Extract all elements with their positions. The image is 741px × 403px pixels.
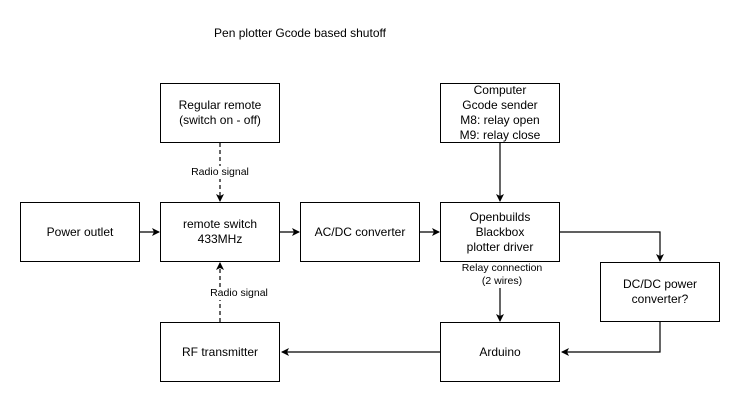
node-computer-label: Computer Gcode sender M8: relay open M9:… xyxy=(459,83,541,142)
node-openbuilds-driver[interactable]: Openbuilds Blackbox plotter driver xyxy=(440,202,560,262)
node-arduino[interactable]: Arduino xyxy=(440,322,560,382)
edge-label-relay-connection: Relay connection (2 wires) xyxy=(452,262,552,288)
node-regular-remote[interactable]: Regular remote (switch on - off) xyxy=(160,83,280,143)
node-regular-remote-label: Regular remote (switch on - off) xyxy=(178,98,262,127)
node-power-outlet[interactable]: Power outlet xyxy=(20,202,140,262)
diagram-title: Pen plotter Gcode based shutoff xyxy=(214,26,386,40)
node-dcdc-converter-label: DC/DC power converter? xyxy=(622,277,697,306)
node-remote-switch-label: remote switch 433MHz xyxy=(182,217,258,246)
node-rf-transmitter[interactable]: RF transmitter xyxy=(160,322,280,382)
node-dcdc-converter[interactable]: DC/DC power converter? xyxy=(600,262,720,322)
node-openbuilds-driver-label: Openbuilds Blackbox plotter driver xyxy=(466,209,534,254)
edge-dcdc-to-arduino xyxy=(561,322,661,356)
edge-label-radio-signal-top: Radio signal xyxy=(185,166,255,179)
node-acdc-converter-label: AC/DC converter xyxy=(314,224,406,239)
node-computer[interactable]: Computer Gcode sender M8: relay open M9:… xyxy=(440,83,560,143)
node-rf-transmitter-label: RF transmitter xyxy=(181,344,258,359)
node-acdc-converter[interactable]: AC/DC converter xyxy=(300,202,420,262)
edge-label-radio-signal-bottom: Radio signal xyxy=(204,287,274,300)
edge-openbuilds-to-dcdc xyxy=(560,231,664,262)
node-power-outlet-label: Power outlet xyxy=(46,224,114,239)
node-arduino-label: Arduino xyxy=(479,344,521,359)
node-remote-switch[interactable]: remote switch 433MHz xyxy=(160,202,280,262)
